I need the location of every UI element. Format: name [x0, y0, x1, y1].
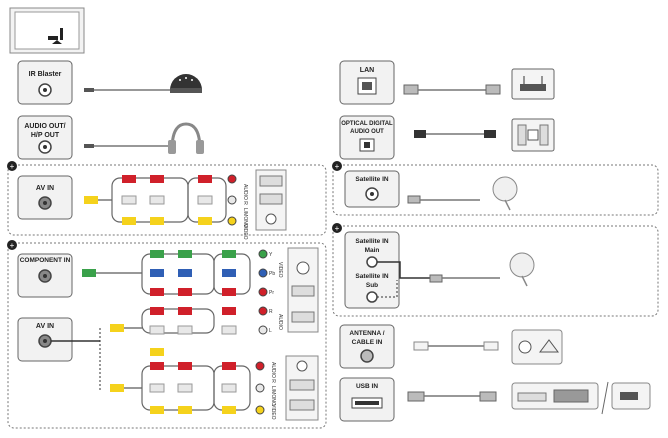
satellite-in-label: Satellite IN — [355, 176, 389, 183]
svg-text:+: + — [335, 162, 340, 171]
av-in-2-cable — [51, 324, 265, 415]
audio-out-label-2: H/P OUT — [31, 132, 60, 139]
tv-rear-icon — [9, 7, 85, 54]
av-bottom-video: VIDEO — [270, 404, 276, 420]
component-r: R — [269, 309, 273, 315]
satellite-sub-label-1: Satellite IN — [355, 273, 389, 280]
antenna-cable — [413, 329, 563, 365]
av-top-l-mono: L/MONO — [242, 208, 248, 228]
ir-blaster-cable — [84, 74, 202, 93]
satellite-main-label-2: Main — [365, 247, 380, 254]
av-in-2-label: AV IN — [36, 323, 54, 330]
usb-in-panel: USB IN — [339, 377, 395, 422]
optical-label-2: AUDIO OUT — [350, 129, 384, 135]
component-pb: Pb — [269, 271, 275, 277]
satellite-in-panel: Satellite IN — [344, 170, 400, 208]
satellite-dual-cable — [377, 252, 535, 298]
lan-cable — [403, 68, 555, 100]
component-l: L — [269, 328, 272, 334]
component-pr: Pr — [269, 290, 274, 296]
av-bottom-jack-labels: AUDIO R L/MONO VIDEO — [270, 362, 276, 420]
av-top-audio-r: AUDIO R — [242, 184, 248, 205]
svg-text:+: + — [10, 241, 15, 250]
usb-in-label: USB IN — [356, 383, 378, 390]
svg-text:+: + — [335, 224, 340, 233]
satellite-sub-label-2: Sub — [366, 282, 378, 289]
av-in-label: AV IN — [36, 185, 54, 192]
optical-cable — [414, 118, 555, 152]
lan-label: LAN — [360, 67, 374, 74]
av-top-jack-labels: AUDIO R L/MONO VIDEO — [242, 184, 248, 240]
ir-blaster-panel: IR Blaster — [17, 60, 73, 105]
component-audio-label: AUDIO — [277, 314, 283, 330]
antenna-label-2: CABLE IN — [352, 339, 383, 346]
antenna-panel: ANTENNA / CABLE IN — [339, 324, 395, 369]
av-bottom-l-mono: L/MONO — [270, 386, 276, 406]
av-devices-bottom — [285, 355, 319, 421]
av-in-cable — [84, 174, 237, 226]
audio-out-label-1: AUDIO OUT/ — [24, 123, 65, 130]
satellite-dual-panel: Satellite IN Main Satellite IN Sub — [344, 231, 400, 309]
optical-label-1: OPTICAL DIGITAL — [341, 121, 393, 127]
ir-blaster-label: IR Blaster — [29, 71, 62, 78]
audio-out-panel: AUDIO OUT/ H/P OUT — [17, 115, 73, 160]
av-top-video: VIDEO — [242, 224, 248, 240]
av-devices-top — [255, 169, 287, 231]
component-y: Y — [269, 252, 273, 258]
optical-panel: OPTICAL DIGITAL AUDIO OUT — [339, 115, 395, 160]
satellite-cable — [407, 176, 518, 211]
component-jack-labels: Y Pb Pr R L VIDEO AUDIO — [269, 252, 283, 334]
satellite-main-label-1: Satellite IN — [355, 238, 389, 245]
lan-panel: LAN — [339, 60, 395, 105]
component-in-label: COMPONENT IN — [20, 257, 71, 264]
usb-cable — [407, 381, 651, 415]
component-cable — [82, 249, 268, 356]
component-in-panel: COMPONENT IN — [17, 253, 73, 298]
av-in-2-panel: AV IN — [17, 317, 73, 362]
antenna-label-1: ANTENNA / — [349, 330, 384, 337]
svg-text:+: + — [10, 162, 15, 171]
headphone-cable — [84, 122, 204, 154]
av-bottom-audio-r: AUDIO R — [270, 362, 276, 383]
component-video-label: VIDEO — [277, 262, 283, 278]
av-in-panel: AV IN — [17, 175, 73, 220]
component-devices — [287, 247, 319, 333]
